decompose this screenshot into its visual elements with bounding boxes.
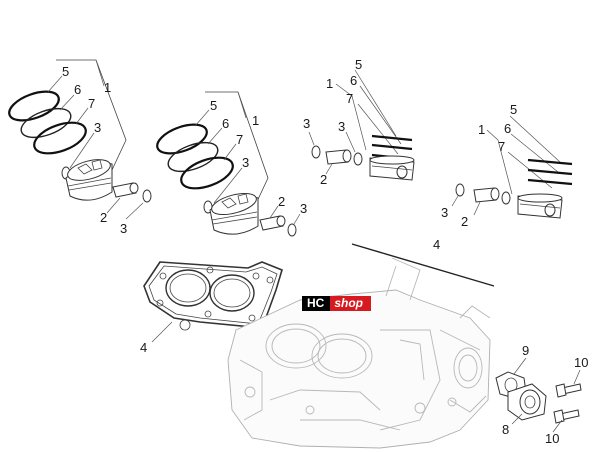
piston-a <box>65 159 113 201</box>
watermark-hc: HC <box>302 296 331 311</box>
piston-ring-6-b <box>167 141 219 173</box>
cover-8 <box>507 383 547 421</box>
bracket-a <box>56 59 127 171</box>
callout-6-d: 6 <box>504 121 511 136</box>
circlip-c1 <box>311 145 321 159</box>
piston-ring-5-b <box>156 123 208 155</box>
callout-7-a: 7 <box>88 96 95 111</box>
bolt-10-lower <box>553 409 580 424</box>
callout-4-a: 4 <box>433 237 440 252</box>
callout-7-d: 7 <box>498 139 505 154</box>
callout-2-d: 2 <box>461 214 468 229</box>
piston-ring-5-c <box>371 134 413 142</box>
piston-ring-5-a <box>8 90 60 122</box>
piston-pin-d <box>473 187 500 203</box>
callout-7-c: 7 <box>346 91 353 106</box>
piston-ring-6-a <box>20 107 72 139</box>
callout-2-c: 2 <box>320 172 327 187</box>
callout-2-b: 2 <box>278 194 285 209</box>
gasket-bore-2 <box>209 274 255 312</box>
piston-ring-5-d <box>527 158 573 166</box>
callout-8: 8 <box>502 422 509 437</box>
callout-1-c: 1 <box>326 76 333 91</box>
callout-3-e: 3 <box>303 116 310 131</box>
callout-6-c: 6 <box>350 73 357 88</box>
piston-group-b <box>156 91 301 237</box>
piston-pin-b <box>259 215 286 231</box>
circlip-a2 <box>142 189 152 203</box>
callout-1-a: 1 <box>104 80 111 95</box>
piston-group-d <box>451 115 573 219</box>
callout-3-a: 3 <box>94 120 101 135</box>
callout-3-c: 3 <box>242 155 249 170</box>
callout-5-a: 5 <box>62 64 69 79</box>
piston-pin-a <box>112 182 139 198</box>
callout-3-f: 3 <box>338 119 345 134</box>
circlip-c2 <box>353 152 363 166</box>
piston-ring-7-b <box>180 156 234 190</box>
piston-ring-6-d <box>527 168 573 176</box>
callout-5-d: 5 <box>510 102 517 117</box>
callout-7-b: 7 <box>236 132 243 147</box>
piston-ring-6-c <box>371 143 413 151</box>
piston-d <box>517 193 563 219</box>
callout-3-d: 3 <box>300 201 307 216</box>
callout-3-g: 3 <box>441 205 448 220</box>
circlip-d1 <box>455 183 465 197</box>
callout-6-a: 6 <box>74 82 81 97</box>
callout-4-b: 4 <box>140 340 147 355</box>
callout-1-b: 1 <box>252 113 259 128</box>
callout-5-b: 5 <box>210 98 217 113</box>
piston-pin-c <box>325 149 352 165</box>
callout-1-d: 1 <box>478 122 485 137</box>
bracket-b <box>205 91 269 209</box>
watermark-shop: shop <box>330 296 372 311</box>
callout-3-b: 3 <box>120 221 127 236</box>
cylinder-block <box>227 243 495 449</box>
callout-9: 9 <box>522 343 529 358</box>
callout-5-c: 5 <box>355 57 362 72</box>
bolt-10-upper <box>555 383 582 398</box>
piston-b <box>209 192 259 235</box>
piston-ring-7-a <box>33 121 87 155</box>
piston-group-a <box>8 59 152 220</box>
callout-10-a: 10 <box>574 355 588 370</box>
piston-group-c <box>308 69 415 181</box>
circlip-b2 <box>287 223 297 237</box>
callout-10-b: 10 <box>545 431 559 446</box>
callout-2-a: 2 <box>100 210 107 225</box>
gasket-bore-1 <box>165 269 211 307</box>
item-4-leader-bar <box>351 243 495 287</box>
circlip-d2 <box>501 191 511 205</box>
shop-watermark: HC shop <box>302 296 372 311</box>
piston-c <box>369 155 415 181</box>
piston-ring-7-d <box>527 178 573 186</box>
callout-6-b: 6 <box>222 116 229 131</box>
